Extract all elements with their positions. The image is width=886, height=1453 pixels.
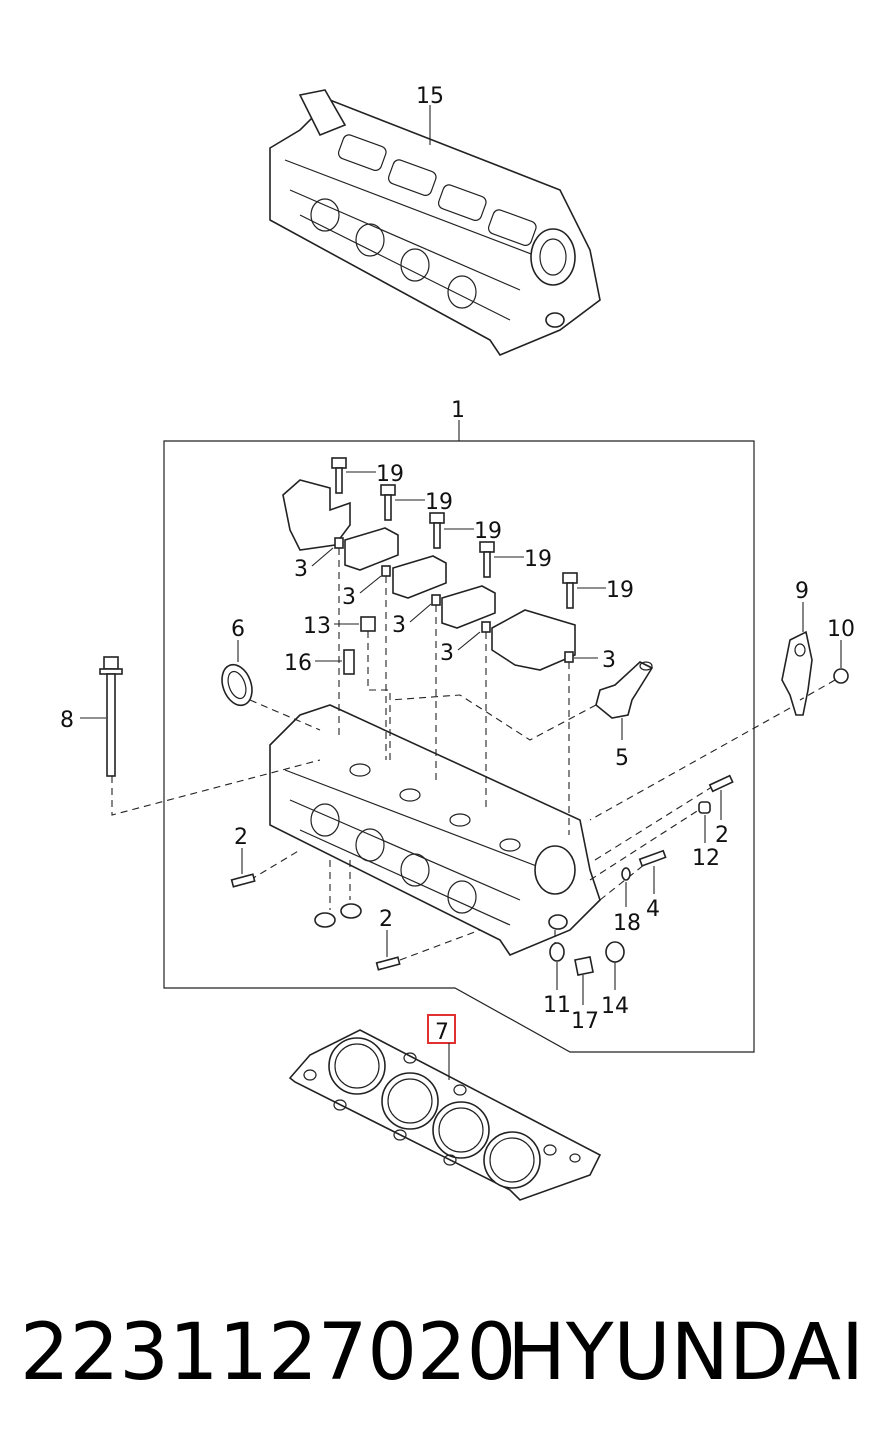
oil-seal-6 (221, 663, 253, 707)
callout-19-3: 19 (474, 519, 502, 544)
callout-3-3: 3 (392, 613, 406, 638)
plug-13 (360, 616, 376, 632)
callout-6: 6 (231, 617, 245, 642)
callout-1: 1 (451, 398, 465, 423)
camshaft-caps (282, 479, 576, 671)
callout-4: 4 (646, 897, 660, 922)
head-bolt-8 (99, 656, 123, 777)
plug-17 (574, 956, 594, 976)
callout-14: 14 (601, 994, 629, 1019)
callout-3-2: 3 (342, 585, 356, 610)
studs-2 (230, 774, 734, 971)
assembly-guide-lines (111, 548, 836, 961)
callout-5: 5 (615, 746, 629, 771)
callout-19-5: 19 (606, 578, 634, 603)
callout-17: 17 (571, 1009, 599, 1034)
callout-2-1: 2 (234, 825, 248, 850)
callout-2-2: 2 (379, 907, 393, 932)
callout-16: 16 (284, 651, 312, 676)
callout-18: 18 (613, 911, 641, 936)
callout-2-3: 2 (715, 823, 729, 848)
kit-frame (163, 440, 755, 1053)
washer-11 (549, 942, 565, 962)
seal-ring-right (340, 903, 362, 919)
callout-7: 7 (435, 1020, 449, 1045)
callout-3-1: 3 (294, 557, 308, 582)
cap-12 (698, 801, 711, 814)
seal-14 (605, 941, 625, 963)
callout-15: 15 (416, 84, 444, 109)
cylinder-head-body (269, 704, 601, 956)
callout-12: 12 (692, 846, 720, 871)
callout-3-5: 3 (602, 648, 616, 673)
part-number: 2231127020 (20, 1308, 517, 1398)
callout-9: 9 (795, 579, 809, 604)
seal-ring-left (314, 912, 336, 928)
callout-19-1: 19 (376, 462, 404, 487)
fitting-5 (595, 661, 654, 719)
callout-13: 13 (303, 614, 331, 639)
callout-19-4: 19 (524, 547, 552, 572)
callout-3-4: 3 (440, 641, 454, 666)
callout-19-2: 19 (425, 490, 453, 515)
pin-16 (343, 649, 355, 675)
bolt-10 (833, 668, 849, 684)
head-gasket-7 (288, 1029, 602, 1201)
callout-8: 8 (60, 708, 74, 733)
bolts-19 (331, 457, 606, 609)
brand-name: HYUNDAI (507, 1308, 864, 1398)
callout-10: 10 (827, 617, 855, 642)
ring-18 (621, 867, 631, 881)
stud-4 (638, 849, 667, 867)
cylinder-head-assembly-top (269, 89, 601, 356)
highlight-box-7 (427, 1014, 456, 1044)
callout-11: 11 (543, 993, 571, 1018)
footer: 2231127020 HYUNDAI (0, 1298, 886, 1408)
